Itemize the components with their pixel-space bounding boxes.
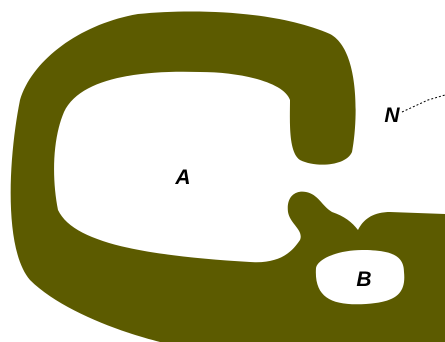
n-leader-line [402, 95, 445, 112]
label-n: N [384, 104, 400, 127]
label-a: A [174, 166, 190, 189]
olive-c-shape [11, 11, 445, 342]
label-b: B [356, 268, 371, 291]
